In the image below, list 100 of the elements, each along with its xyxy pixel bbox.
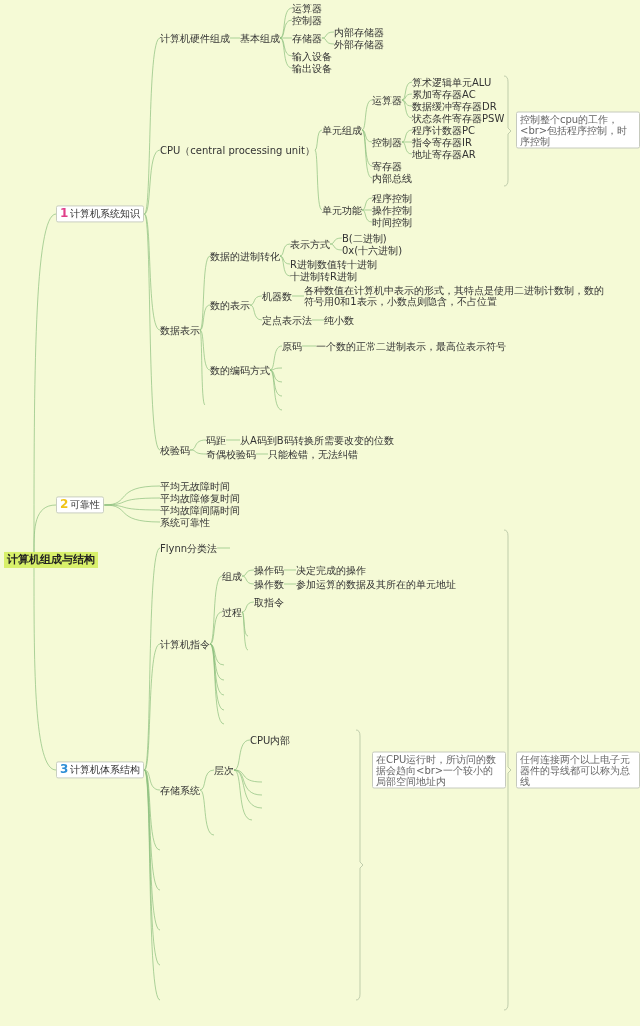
connector [279, 37, 293, 39]
topic-label: 各种数值在计算机中表示的形式，其特点是使用二进制计数制，数的符号用0和1表示，小数点则隐含，不占位置 [304, 285, 604, 307]
connector [301, 345, 317, 347]
connector [199, 304, 211, 331]
connector [233, 769, 253, 821]
topic-box [56, 761, 145, 779]
connector [314, 129, 323, 151]
topic-label: 计算机硬件组成 [160, 32, 230, 44]
connector [361, 209, 373, 211]
topic-label: 输出设备 [292, 62, 332, 74]
connector [401, 99, 413, 119]
connector [249, 304, 263, 321]
connector [144, 769, 161, 966]
note-box: 在CPU运行时，所访问的数据会趋向<br>一个较小的局部空间地址内 [372, 751, 506, 789]
topic-label: 平均故障修复时间 [160, 492, 240, 504]
topic-label: Flynn分类法 [160, 542, 218, 554]
topic-label: 数的编码方式 [210, 364, 270, 376]
topic-label: 纯小数 [324, 314, 354, 326]
connector [401, 93, 413, 101]
topic-label: 从A码到B码转换所需要改变的位数 [240, 434, 394, 446]
topic-label: 内部存储器 [334, 26, 384, 38]
topic-label: 运算器 [372, 94, 402, 106]
connector [233, 769, 263, 809]
topic-label: 数据缓冲寄存器DR [412, 100, 497, 112]
topic-label: 寄存器 [372, 160, 402, 172]
connector [291, 295, 305, 297]
connector [361, 129, 373, 167]
connector [269, 369, 283, 383]
topic-label: 0x(十六进制) [342, 244, 403, 256]
connector [269, 367, 283, 371]
connector [209, 643, 225, 681]
topic-label: 一个数的正常二进制表示，最高位表示符号 [316, 340, 506, 352]
topic-label: CPU（central processing unit） [160, 144, 315, 156]
connector [361, 129, 373, 143]
topic-label: 指令寄存器IR [412, 136, 472, 148]
connector [199, 769, 215, 791]
connector [241, 601, 255, 613]
root-topic: 计算机组成与结构 [4, 551, 98, 569]
topic-number: 3 [60, 762, 69, 777]
topic-label: 奇偶校验码 [206, 448, 256, 460]
connector [189, 439, 207, 451]
topic-label: 可靠性 [70, 499, 101, 511]
connector [233, 739, 251, 771]
topic-label: 系统可靠性 [160, 516, 210, 528]
topic-label: B(二进制) [342, 232, 387, 244]
note-box: 任何连接两个以上电子元器件的导线都可以称为总线 [516, 751, 640, 789]
topic-label: 层次 [214, 764, 234, 776]
topic-label: 算术逻辑单元ALU [412, 76, 492, 88]
topic-label: 操作码 [254, 564, 284, 576]
connector [321, 31, 335, 39]
topic-label: 十进制转R进制 [290, 270, 357, 282]
connector [401, 141, 413, 155]
connector [283, 583, 297, 585]
connector [199, 329, 211, 371]
connector [241, 575, 255, 585]
topic-label: 运算器 [292, 2, 322, 14]
topic-label: 存储系统 [160, 784, 200, 796]
topic-label: 单元功能 [322, 204, 362, 216]
connector [279, 7, 293, 39]
connector [209, 643, 225, 711]
topic-label: 控制器 [292, 14, 322, 26]
connector [216, 547, 231, 549]
connector [314, 149, 323, 211]
topic-label: 过程 [222, 606, 242, 618]
connector [144, 643, 161, 771]
connector [361, 99, 373, 131]
topic-label: 表示方式 [290, 238, 330, 250]
connector [279, 19, 293, 39]
connector [279, 37, 293, 69]
connector [225, 439, 241, 441]
connector [199, 789, 215, 836]
connector [329, 237, 343, 245]
connector [279, 255, 291, 265]
topic-label: 操作控制 [372, 204, 412, 216]
topic-label: 基本组成 [240, 32, 280, 44]
connector [361, 197, 373, 211]
connector [144, 149, 161, 215]
topic-label: 地址寄存器AR [412, 148, 476, 160]
topic-label: 只能检错，无法纠错 [268, 448, 358, 460]
topic-label: 状态条件寄存器PSW [412, 112, 505, 124]
connector [241, 569, 255, 577]
connector [144, 213, 161, 451]
connector [104, 504, 161, 523]
topic-label: 定点表示法 [262, 314, 312, 326]
topic-label: 存储器 [292, 32, 322, 44]
topic-label: 计算机指令 [160, 638, 210, 650]
connector [33, 504, 57, 553]
connector [144, 769, 161, 891]
topic-label: 输入设备 [292, 50, 332, 62]
topic-label: 组成 [222, 570, 242, 582]
connector [311, 319, 325, 321]
topic-label: 校验码 [160, 444, 190, 456]
connector [144, 213, 161, 331]
connector [269, 369, 283, 397]
connector [241, 611, 249, 651]
connector [144, 769, 161, 1001]
topic-label: 计算机系统知识 [70, 208, 141, 220]
connector [401, 141, 413, 143]
connector [279, 243, 291, 257]
connector [401, 129, 413, 143]
